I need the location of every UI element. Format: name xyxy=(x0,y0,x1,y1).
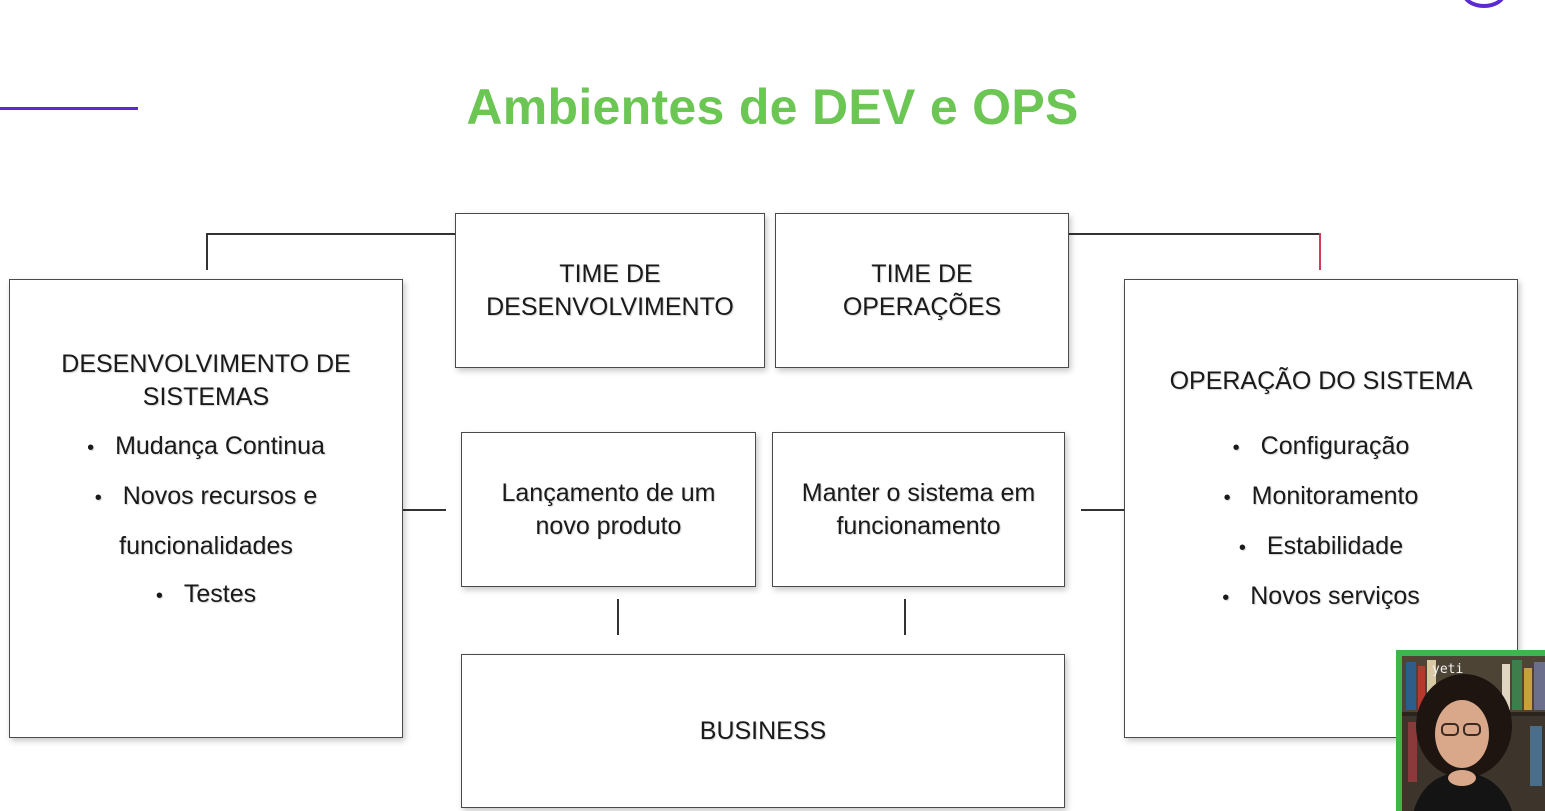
list-item: •Configuração xyxy=(1232,432,1410,460)
launch-box: Lançamento de um novo produto xyxy=(461,432,756,587)
list-item: •Testes xyxy=(155,580,257,608)
ops-team-box: TIME DE OPERAÇÕES xyxy=(775,213,1069,368)
connector-dev-top-h xyxy=(206,233,462,235)
maintain-box: Manter o sistema em funcionamento xyxy=(772,432,1065,587)
accent-line xyxy=(0,107,138,110)
dev-team-label: TIME DE DESENVOLVIMENTO xyxy=(486,259,734,321)
connector-dev-top-v xyxy=(206,233,208,270)
list-item: •Monitoramento xyxy=(1223,482,1419,510)
connector-ops-mid xyxy=(1081,509,1125,511)
connector-launch-business xyxy=(617,599,619,635)
ops-system-list: •Configuração •Monitoramento •Estabilida… xyxy=(1222,422,1420,622)
connector-maintain-business xyxy=(904,599,906,635)
connector-ops-top-v xyxy=(1319,233,1321,270)
dev-team-box: TIME DE DESENVOLVIMENTO xyxy=(455,213,765,368)
list-item: •Mudança Continua xyxy=(87,432,325,460)
ops-system-title: OPERAÇÃO DO SISTEMA xyxy=(1169,367,1473,395)
slide-title: Ambientes de DEV e OPS xyxy=(466,79,1079,135)
dev-systems-list: •Mudança Continua •Novos recursos e func… xyxy=(56,422,356,620)
logo-ring-icon xyxy=(1462,0,1506,8)
list-item: •Novos recursos e funcionalidades xyxy=(94,482,318,560)
shelf-label: yeti xyxy=(1432,662,1464,677)
webcam-overlay: yeti xyxy=(1396,650,1545,811)
dev-systems-box: DESENVOLVIMENTO DE SISTEMAS •Mudança Con… xyxy=(9,279,403,738)
list-item: •Estabilidade xyxy=(1238,532,1404,560)
maintain-label: Manter o sistema em funcionamento xyxy=(801,479,1036,540)
business-label: BUSINESS xyxy=(699,716,827,745)
dev-systems-title: DESENVOLVIMENTO DE SISTEMAS xyxy=(61,350,351,411)
launch-label: Lançamento de um novo produto xyxy=(501,479,716,540)
business-box: BUSINESS xyxy=(461,654,1065,808)
list-item: •Novos serviços xyxy=(1222,582,1420,610)
presenter-image xyxy=(1402,656,1545,811)
connector-ops-top-h xyxy=(1066,233,1320,235)
connector-dev-mid xyxy=(402,509,446,511)
ops-team-label: TIME DE OPERAÇÕES xyxy=(842,259,1002,321)
